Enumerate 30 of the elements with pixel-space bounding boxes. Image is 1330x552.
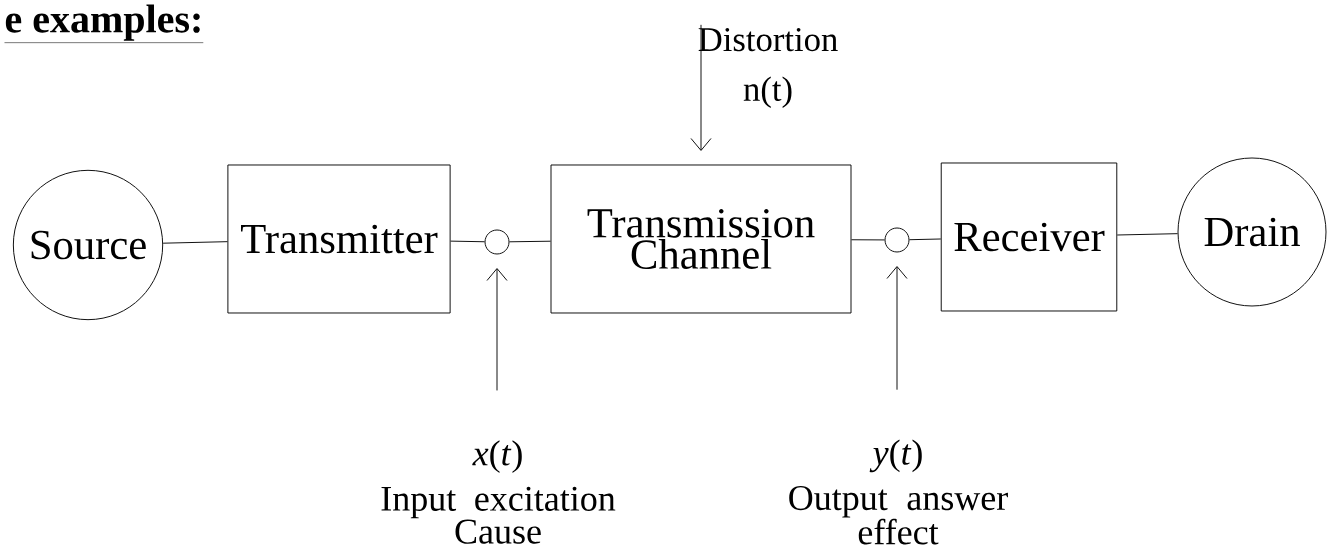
node-label: Source — [31, 230, 146, 260]
node-label: x(t) — [472, 440, 522, 473]
connector-line — [909, 238, 942, 241]
arrow — [690, 24, 712, 151]
node-label: Drain — [1204, 217, 1300, 247]
source-circle — [12, 169, 164, 321]
connector-line — [162, 241, 228, 244]
node-label: Receiver — [954, 222, 1105, 252]
connector-line — [851, 239, 885, 241]
node-label: effect — [858, 518, 939, 545]
node-label: y(t) — [869, 439, 922, 473]
node-label: Distortion — [698, 27, 838, 52]
heading: e examples: — [4, 4, 204, 43]
junction-circle — [884, 227, 910, 253]
arrow — [486, 268, 508, 391]
connector-line — [509, 240, 551, 243]
junction-circle — [484, 229, 510, 255]
arrow — [886, 266, 908, 391]
connector-line — [450, 240, 485, 243]
process-box — [227, 164, 451, 314]
node-label: Transmission Channel — [587, 209, 815, 269]
node-label: n(t) — [743, 76, 792, 109]
node-label: Cause — [455, 519, 541, 544]
drain-circle — [1177, 157, 1327, 307]
process-box — [940, 162, 1118, 312]
connector-line — [1116, 233, 1179, 236]
node-label: Output answer — [789, 485, 1008, 518]
process-box — [550, 164, 852, 314]
node-label: Input excitation — [381, 486, 616, 519]
node-label: Transmitter — [241, 224, 438, 254]
